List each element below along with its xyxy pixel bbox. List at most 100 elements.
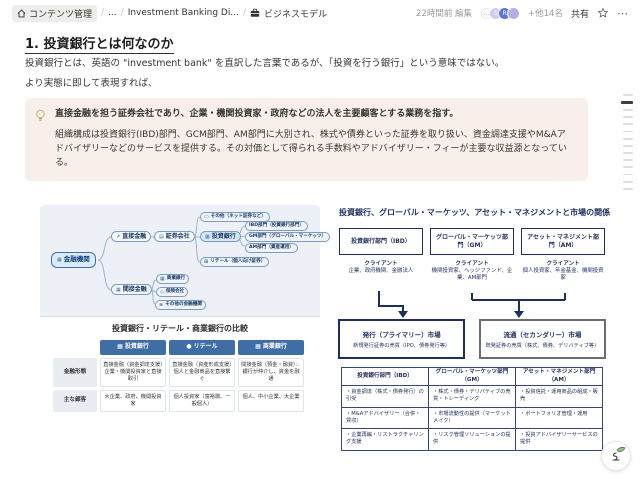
callout-block: 直接金融を担う証券会社であり、企業・機関投資家・政府などの法人を主要顧客とする業… (25, 98, 588, 181)
fn-cell: ・市場流動性の提供（マーケットメイク） (429, 407, 516, 430)
breadcrumb-collapsed[interactable]: ... (108, 8, 117, 18)
more-options-icon[interactable]: ⋯ (617, 6, 628, 20)
functions-table: 投資銀行部門（IBD） グローバル・マーケッツ部門（GM） アセット・マネジメン… (341, 367, 603, 451)
row-label-finance-form: 金融形態 (53, 358, 97, 388)
paragraph: より実態に即して表現すれば、 (25, 78, 158, 89)
toc-line[interactable] (623, 137, 633, 140)
comparison-table-title: 投資銀行・リテール・商業銀行の比較 (112, 324, 248, 333)
paragraph: 投資銀行とは、英語の "investment bank" を直訳した言葉であるが… (25, 58, 505, 69)
last-edited-label: 22時間前 編集 (416, 9, 473, 19)
toc-line[interactable] (623, 116, 633, 118)
client-lists: クライアント 企業、政府機関、金融法人 クライアント 機関投資家、ヘッジファンド… (333, 259, 611, 283)
monitor-icon: ▭ (204, 214, 209, 220)
top-bar: コンテンツ管理 / ... / Investment Banking Di...… (0, 0, 640, 26)
fn-cell: ・投資アドバイザリーサービスの提供 (516, 429, 603, 451)
org-node-label: リテール（個人向け証券） (210, 259, 266, 265)
fn-cell: ・株式・債券・デリバティブの売買・トレーディング (429, 386, 516, 408)
bank-icon: ▦ (116, 286, 121, 293)
toc-line[interactable] (623, 152, 633, 154)
client-text: 個人投資家、年金基金、機関投資家 (522, 268, 604, 282)
comparison-table: ▦ 投資銀行 ● リテール ▦ 商業銀行 金融形態 直接金融（資金調達支援）企業… (53, 340, 306, 413)
table-cell: 直接金融（資産形成支援）個人と金融商品を直接繋ぐ (169, 358, 235, 388)
ai-doodle-icon (612, 446, 626, 461)
toc-line[interactable] (623, 130, 633, 133)
share-button[interactable]: 共有 (570, 9, 589, 20)
fn-cell: ・企業再編・リストラクチャリング支援 (342, 429, 429, 451)
fn-cell: ・投資信託・運用商品の組成・販売 (516, 386, 603, 408)
table-cell: 個人投資家（富裕層、一般個人） (169, 390, 235, 413)
org-node-financial-institution: ▦ 金融機関 (51, 252, 96, 268)
header-label: 商業銀行 (262, 343, 287, 351)
org-node-label: 投資銀行 (211, 233, 236, 240)
toc-line[interactable] (623, 108, 633, 111)
toc-line[interactable] (623, 94, 633, 96)
market-boxes: 発行（プライマリー）市場 新規発行証券の売買（IPO、債券発行等） 流通（セカン… (333, 319, 611, 359)
ai-assistant-button[interactable] (601, 441, 631, 471)
secondary-market-box: 流通（セカンダリー）市場 既発証券の売買（株式、債券、デリバティブ等） (478, 319, 606, 359)
toc-line[interactable] (623, 123, 633, 126)
client-label: クライアント (455, 261, 489, 267)
breadcrumb-root[interactable]: コンテンツ管理 (12, 4, 98, 22)
toc-line[interactable] (623, 188, 633, 190)
avatar[interactable] (507, 6, 521, 20)
shield-icon: ◇ (160, 289, 164, 295)
fn-cell: ・リスク管理ソリューションの提供 (429, 429, 516, 451)
member-avatars[interactable]: … S R (480, 6, 521, 20)
fn-cell: ・M&Aアドバイザリー（合併・買収） (342, 407, 429, 430)
toc-line[interactable] (623, 173, 633, 176)
fn-header-am: アセット・マネジメント部門（AM） (516, 368, 603, 386)
chart-up-icon: ↗ (116, 233, 121, 240)
toc-line[interactable] (623, 166, 633, 169)
bank-icon: ▦ (117, 343, 123, 351)
row-label-main-clients: 主な顧客 (53, 390, 97, 413)
bank-icon: ▦ (160, 276, 165, 282)
list-icon: ≡ (159, 302, 164, 308)
fn-header-ibd: 投資銀行部門（IBD） (342, 368, 429, 386)
toc-line[interactable] (623, 159, 633, 162)
client-label: クライアント (364, 261, 398, 267)
breadcrumb-current[interactable]: ビジネスモデル (263, 9, 327, 20)
client-text: 機関投資家、ヘッジファンド、企業、AM部門 (431, 268, 513, 282)
table-header-investment-bank: ▦ 投資銀行 (100, 340, 166, 355)
org-node-investment-bank: ▦ 投資銀行 (200, 231, 241, 243)
org-node-gm: GM部門（グローバル・マーケッツ） (245, 232, 331, 242)
header-label: リテール (193, 343, 218, 351)
toc-line-active[interactable] (621, 101, 633, 104)
chart-bar-icon: ▦ (205, 233, 210, 240)
dept-box-gm: グローバル・マーケッツ部門（GM） (430, 228, 514, 255)
person-icon: ● (186, 343, 192, 351)
org-node-retail: ⊞ リテール（個人向け証券） (200, 257, 270, 267)
table-corner (53, 340, 97, 355)
toc-line[interactable] (623, 180, 633, 183)
table-of-contents-indicator[interactable] (621, 94, 633, 190)
table-cell: 個人、中小企業、大企業 (238, 390, 304, 413)
org-node-label: 間接金融 (122, 286, 147, 293)
briefcase-icon (250, 8, 260, 17)
favorite-star-icon[interactable] (597, 7, 609, 19)
breadcrumb-separator: / (120, 8, 124, 18)
callout-body-text: 組織構成は投資銀行(IBD)部門、GCM部門、AM部門に大別され、株式や債券とい… (55, 129, 567, 169)
org-node-commercial-bank: ▦ 商業銀行 (156, 274, 190, 284)
org-node-indirect-finance: ▦ 間接金融 (111, 284, 152, 296)
client-label: クライアント (546, 261, 580, 267)
more-members-count[interactable]: +他14名 (528, 9, 563, 19)
client-cell-gm: クライアント 機関投資家、ヘッジファンド、企業、AM部門 (430, 259, 514, 283)
table-cell: 直接金融（資金調達支援）企業・機関投資家と直接取引 (100, 358, 166, 388)
primary-market-desc: 新規発行証券の売買（IPO、債券発行等） (353, 343, 451, 349)
table-cell: 大企業、政府、機関投資家 (100, 390, 166, 413)
org-node-label: 保険会社 (165, 289, 185, 295)
bank-icon: ▦ (57, 256, 62, 263)
page-title: 1. 投資銀行とは何なのか (25, 33, 174, 54)
market-diagram-figure[interactable]: 投資銀行、グローバル・マーケッツ、アセット・マネジメントと市場の関係 投資銀行部… (333, 207, 611, 469)
org-node-label: 証券会社 (165, 233, 190, 240)
table-header-commercial-bank: ▦ 商業銀行 (238, 340, 304, 355)
org-node-other-financial: ≡ その他の金融機関 (155, 300, 206, 310)
breadcrumb-separator: / (242, 8, 246, 18)
org-node-label: AM部門（資産運用） (249, 245, 294, 250)
org-chart-figure[interactable]: ▦ 金融機関 ↗ 直接金融 ▤ 証券会社 ▭ その他（ネット証券など） ▦ 投資… (40, 205, 331, 468)
breadcrumb-parent[interactable]: Investment Banking Di... (127, 8, 239, 18)
org-node-other-net-securities: ▭ その他（ネット証券など） (200, 212, 270, 222)
building-icon: ▤ (159, 233, 164, 240)
home-icon (17, 8, 26, 17)
toc-line[interactable] (623, 144, 633, 147)
